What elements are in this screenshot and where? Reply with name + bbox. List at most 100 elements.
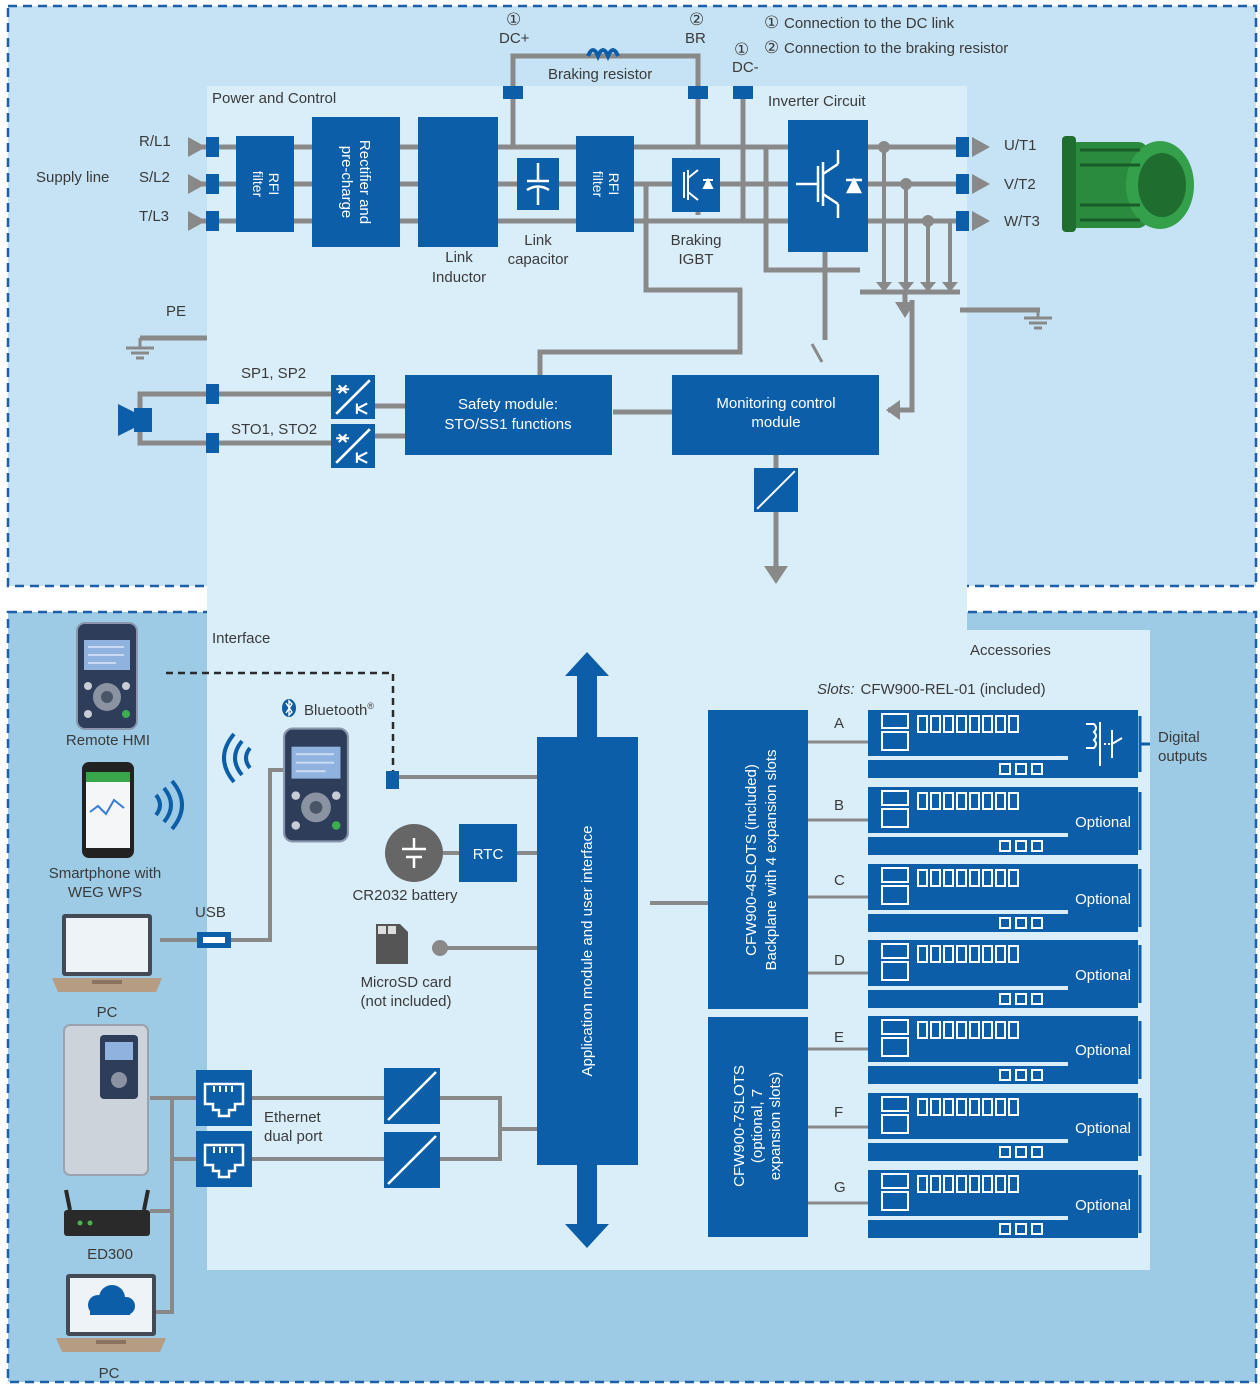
slot-row-d: D Optional xyxy=(808,940,1142,1008)
monitoring-control-block xyxy=(672,375,879,455)
application-module-label: Application module and user interface xyxy=(579,826,596,1077)
pc1-label: PC xyxy=(97,1004,118,1021)
braking-igbt-block xyxy=(672,158,720,212)
slot-letter-d: D xyxy=(834,952,845,969)
drive-unit-icon xyxy=(63,1024,149,1176)
legend-dc-link: Connection to the DC link xyxy=(784,15,955,32)
optional-label-f: Optional xyxy=(1075,1120,1131,1137)
microsd-connector-dot xyxy=(432,940,448,956)
rectifier-label: Rectifier andpre-charge xyxy=(338,140,373,224)
rfi-filter-1-label: RFIfilter xyxy=(250,171,282,198)
ethernet-port-icon-1 xyxy=(196,1070,252,1126)
optional-label-g: Optional xyxy=(1075,1197,1131,1214)
legend-marker-1: ① xyxy=(764,13,779,32)
interface-title: Interface xyxy=(212,630,270,647)
rectifier-block xyxy=(312,117,400,247)
remote-hmi-icon xyxy=(76,622,138,730)
slot-letter-g: G xyxy=(834,1179,846,1196)
pc-laptop-icon-1 xyxy=(52,914,162,992)
input-arrows xyxy=(188,137,990,231)
bluetooth-icon xyxy=(282,699,296,717)
slot-letter-a: A xyxy=(834,715,844,732)
power-control-title: Power and Control xyxy=(212,90,336,107)
inverter-igbt-icon xyxy=(796,150,863,218)
pe-arrow xyxy=(895,302,915,318)
safety-module-block xyxy=(405,375,612,455)
capacitor-icon xyxy=(526,163,550,205)
legend-braking-resistor: Connection to the braking resistor xyxy=(784,40,1008,57)
accessories-title: Accessories xyxy=(970,642,1051,659)
terminals xyxy=(206,86,969,453)
rfi-filter-1-block xyxy=(236,136,294,232)
monitor-in-arrow xyxy=(886,400,900,420)
optocoupler-icon-2 xyxy=(331,424,375,468)
link-inductor-block xyxy=(418,117,498,247)
speaker-icon xyxy=(118,404,152,436)
usb-connector-icon xyxy=(197,932,231,948)
cloud-icon xyxy=(88,1285,135,1315)
optional-label-c: Optional xyxy=(1075,891,1131,908)
slot-letter-c: C xyxy=(834,872,845,889)
relay-card xyxy=(1068,710,1138,778)
slot-row-b: B Optional xyxy=(808,787,1142,855)
output-w-label: W/T3 xyxy=(1004,213,1040,230)
sto-label: STO1, STO2 xyxy=(231,421,317,438)
input-s-label: S/L2 xyxy=(139,169,170,186)
remote-hmi-label: Remote HMI xyxy=(66,732,150,749)
battery-label: CR2032 battery xyxy=(352,887,458,904)
ethernet-port-icon-2 xyxy=(196,1131,252,1187)
dc-plus-marker: ① xyxy=(506,10,521,29)
input-t-label: T/L3 xyxy=(139,208,169,225)
motor-icon xyxy=(1062,136,1194,232)
app-module-up-arrow xyxy=(565,652,609,740)
smartphone-icon xyxy=(82,762,134,858)
backplane-4slots-label: CFW900-4SLOTS (included)Backplane with 4… xyxy=(743,750,780,971)
safety-module-label: Safety module:STO/SS1 functions xyxy=(444,396,571,433)
slot-letter-e: E xyxy=(834,1029,844,1046)
dc-minus-marker: ① xyxy=(734,40,749,59)
monitor-switch xyxy=(810,343,824,363)
battery-icon xyxy=(385,824,443,882)
remote-hmi-dashed-link xyxy=(166,671,395,777)
built-in-hmi-icon xyxy=(283,727,349,843)
application-module-block xyxy=(537,737,638,1165)
ground-symbol-left xyxy=(126,338,154,360)
optional-label-b: Optional xyxy=(1075,814,1131,831)
optional-label-d: Optional xyxy=(1075,967,1131,984)
ground-symbol-right xyxy=(1024,310,1052,330)
br-label: BR xyxy=(685,30,706,47)
wireless-signal-icon xyxy=(222,732,252,784)
microsd-card-icon xyxy=(376,924,408,964)
slot-row-f: F Optional xyxy=(808,1093,1142,1161)
sp-label: SP1, SP2 xyxy=(241,365,306,382)
br-marker: ② xyxy=(689,10,704,29)
motor-feedback-taps xyxy=(876,141,958,292)
pc2-label: PC xyxy=(99,1365,120,1382)
interface-wires xyxy=(150,768,708,1314)
optional-label-e: Optional xyxy=(1075,1042,1131,1059)
ed300-icon xyxy=(64,1189,150,1236)
slot-letter-b: B xyxy=(834,797,844,814)
bluetooth-label: Bluetooth® xyxy=(304,701,374,719)
ed300-label: ED300 xyxy=(87,1246,133,1263)
smartphone-wifi-icon xyxy=(154,779,184,831)
usb-label: USB xyxy=(195,904,226,921)
app-module-down-arrow xyxy=(565,1160,609,1248)
dc-plus-label: DC+ xyxy=(499,30,530,47)
ethernet-isolation-icon-1 xyxy=(384,1067,440,1125)
braking-resistor-coil xyxy=(586,48,620,62)
inverter-circuit-title: Inverter Circuit xyxy=(768,93,866,110)
slots-caption: Slots:CFW900-REL-01 (included) xyxy=(817,681,1046,698)
backplane-7slots-block xyxy=(708,1017,808,1237)
output-u-label: U/T1 xyxy=(1004,137,1037,154)
relay-icon xyxy=(1086,722,1123,766)
backplane-7slots-label: CFW900-7SLOTS(optional, 7expansion slots… xyxy=(731,1065,784,1187)
ethernet-isolation-icon-2 xyxy=(384,1131,440,1189)
monitor-down-arrow xyxy=(764,566,788,584)
output-v-label: V/T2 xyxy=(1004,176,1036,193)
